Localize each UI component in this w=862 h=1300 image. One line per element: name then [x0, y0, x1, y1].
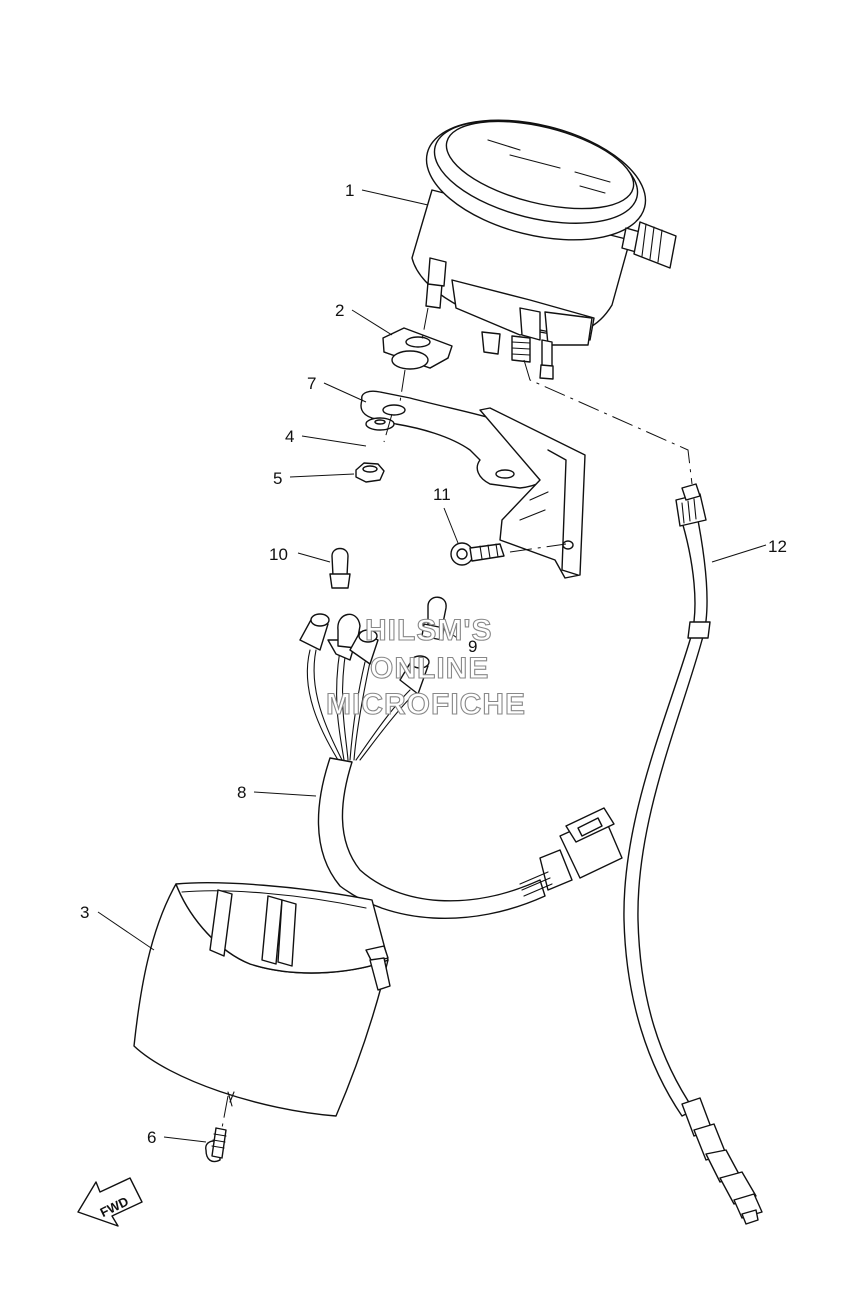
part-labels: 1 2 3 4 5 6 7 8 9 10 11 12	[80, 181, 787, 1147]
wire-harness[interactable]	[299, 613, 623, 920]
label-9: 9	[468, 637, 477, 656]
leader-lines	[97, 189, 767, 1143]
label-10: 10	[269, 545, 288, 564]
watermark-line-2: ONLINE	[370, 652, 489, 685]
label-7: 7	[307, 374, 316, 393]
meter-cover[interactable]	[133, 882, 391, 1117]
label-1: 1	[345, 181, 354, 200]
grommet[interactable]	[382, 327, 453, 370]
watermark-line-1: HILSM'S	[365, 614, 492, 647]
label-3: 3	[80, 903, 89, 922]
screw[interactable]	[450, 542, 505, 566]
label-11: 11	[433, 485, 451, 504]
label-2: 2	[335, 301, 344, 320]
label-5: 5	[273, 469, 282, 488]
bulb-10[interactable]	[329, 547, 351, 589]
bracket[interactable]	[360, 390, 586, 579]
washer[interactable]	[365, 417, 395, 431]
fwd-arrow: FWD	[77, 1177, 143, 1227]
nut[interactable]	[355, 462, 385, 483]
watermark: HILSM'S ONLINE MICROFICHE	[325, 613, 526, 721]
speedometer-assembly[interactable]	[411, 100, 677, 380]
alignment-lines	[221, 307, 693, 1129]
label-12: 12	[768, 537, 787, 556]
speedometer-cable[interactable]	[623, 483, 763, 1225]
bulb-9[interactable]	[421, 596, 447, 641]
watermark-line-3: MICROFICHE	[326, 688, 526, 721]
label-4: 4	[285, 427, 294, 446]
cover-screw[interactable]	[205, 1127, 227, 1163]
label-8: 8	[237, 783, 246, 802]
label-6: 6	[147, 1128, 156, 1147]
